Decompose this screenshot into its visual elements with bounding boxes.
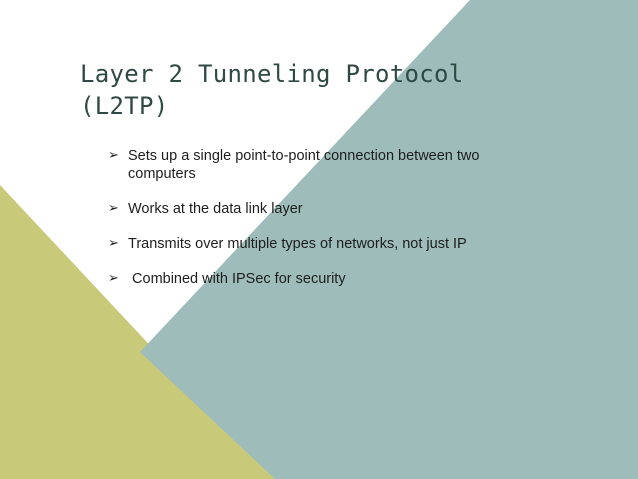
arrow-bullet-icon: ➢ <box>108 201 119 216</box>
bullet-text: Transmits over multiple types of network… <box>128 236 467 252</box>
arrow-bullet-icon: ➢ <box>108 271 119 286</box>
bullet-item: ➢ Transmits over multiple types of netwo… <box>108 235 508 253</box>
bullet-text: Combined with IPSec for security <box>128 271 346 287</box>
bullet-text: Works at the data link layer <box>128 201 303 217</box>
teal-shape <box>140 0 638 479</box>
arrow-bullet-icon: ➢ <box>108 236 119 251</box>
slide-title: Layer 2 Tunneling Protocol (L2TP) <box>80 60 464 120</box>
arrow-bullet-icon: ➢ <box>108 148 119 163</box>
bullet-item: ➢ Sets up a single point-to-point connec… <box>108 147 508 183</box>
bullet-text: Sets up a single point-to-point connecti… <box>128 148 480 182</box>
bullet-item: ➢ Combined with IPSec for security <box>108 270 508 288</box>
bullet-item: ➢ Works at the data link layer <box>108 200 508 218</box>
bullet-list: ➢ Sets up a single point-to-point connec… <box>108 147 508 305</box>
